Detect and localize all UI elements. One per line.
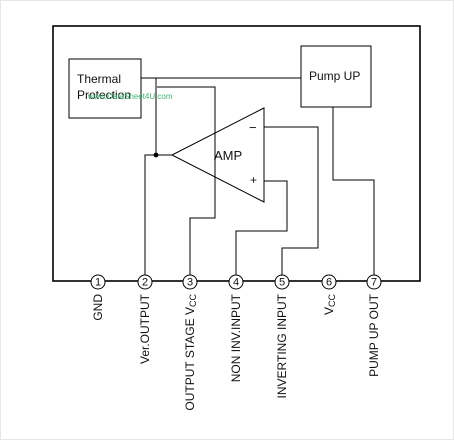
pin-3-name-subscript: CC: [188, 294, 198, 307]
thermal-label-line1: Thermal: [77, 72, 121, 86]
wire-pin3-output-stage: [157, 86, 216, 275]
thermal-protection-block: [68, 58, 142, 119]
thermal-label-line2: Protection: [77, 88, 131, 102]
pin-5-number: 5: [279, 277, 285, 289]
watermark: www.DataSheet4U.com: [87, 92, 173, 101]
pin-3-number: 3: [187, 277, 193, 289]
wire-pin4-non-inv: [235, 180, 288, 275]
pin-3-circle: [182, 274, 198, 290]
pin-4-number: 4: [233, 277, 239, 289]
amp-label: AMP: [214, 148, 242, 163]
pin-7-circle: [366, 274, 382, 290]
pin-6-name-subscript: CC: [327, 294, 337, 307]
pin-1-name: GND: [91, 294, 105, 321]
pump-up-block: [300, 45, 372, 108]
wire-pin5-inverting: [264, 126, 319, 275]
pin-1-number: 1: [95, 277, 101, 289]
pin-2-name: Ver.OUTPUT: [138, 293, 152, 364]
pin-3-name: OUTPUT STAGE VCC: [183, 294, 198, 411]
pin-6-circle: [321, 274, 337, 290]
pin-4-name-text: NON INV.INPUT: [229, 293, 243, 382]
pin-7-name-text: PUMP UP OUT: [367, 293, 381, 377]
wire-pin2-ver-output: [144, 154, 172, 275]
pin-6-name-text: V: [322, 307, 336, 315]
pin-2-circle: [137, 274, 153, 290]
pin-2-number: 2: [142, 277, 148, 289]
pin-1-name-text: GND: [91, 294, 105, 321]
pin-5-circle: [274, 274, 290, 290]
amp-plus-sign: +: [250, 173, 257, 187]
pin-6-name: VCC: [322, 294, 337, 316]
pin-1-circle: [90, 274, 106, 290]
pin-4-circle: [228, 274, 244, 290]
pin-row: 1 2 3 4 5 6 7: [90, 274, 382, 290]
pin-5-name-text: INVERTING INPUT: [275, 293, 289, 398]
pin-7-name: PUMP UP OUT: [367, 293, 381, 377]
pin-7-number: 7: [371, 277, 377, 289]
amplifier-triangle: [170, 107, 265, 203]
pin-5-name: INVERTING INPUT: [275, 293, 289, 398]
wire-bus-to-amp-output: [155, 78, 172, 156]
pin-3-name-text: OUTPUT STAGE V: [183, 307, 197, 411]
amp-minus-sign: −: [249, 120, 257, 135]
pin-2-name-text: Ver.OUTPUT: [138, 293, 152, 364]
pin-6-number: 6: [326, 277, 332, 289]
pin-4-name: NON INV.INPUT: [229, 293, 243, 382]
junction-dot: [153, 152, 159, 158]
pump-up-label: Pump UP: [309, 69, 360, 83]
wire-pin7-pump-out: [332, 107, 375, 275]
